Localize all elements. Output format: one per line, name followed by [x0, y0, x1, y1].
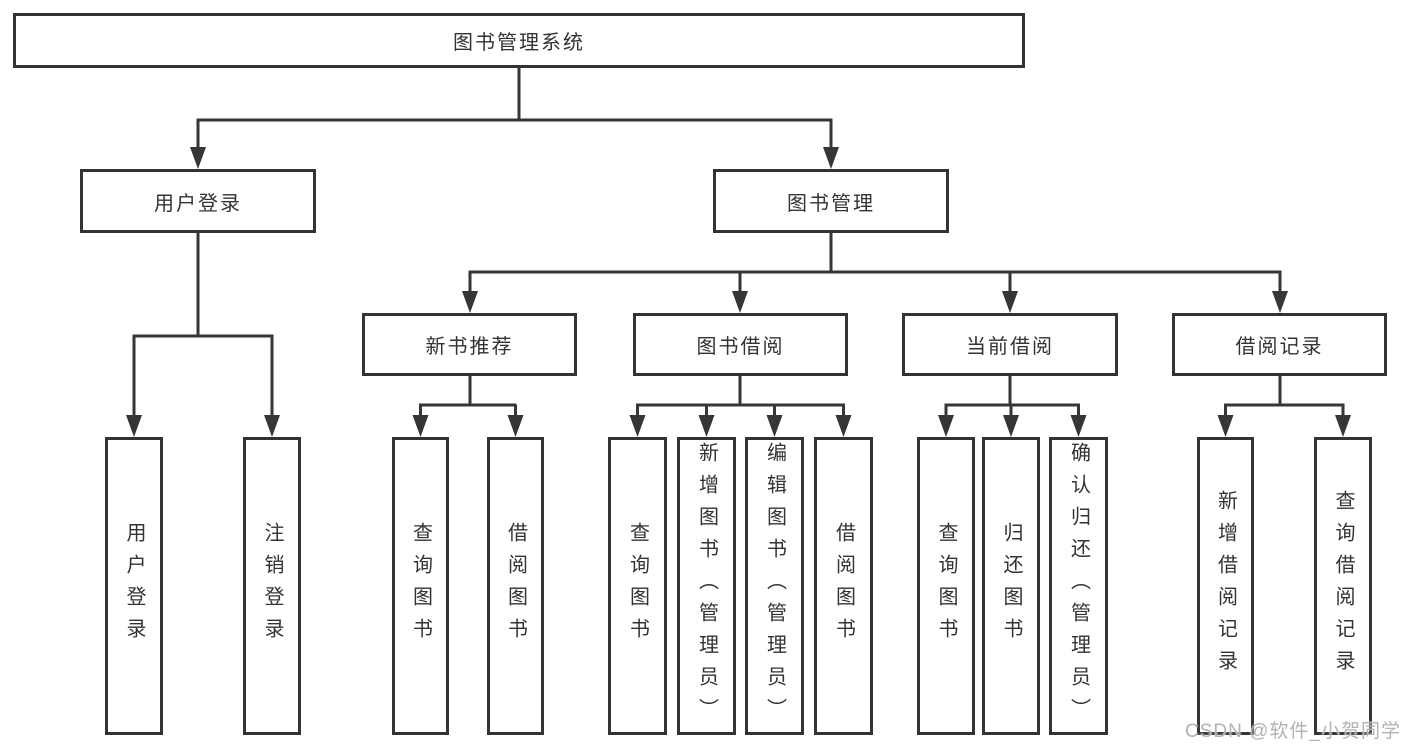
node-book-borrowing: 图书借阅 [633, 313, 848, 376]
node-label: 新书推荐 [425, 336, 514, 358]
node-label: 查询图书 [409, 522, 432, 650]
connector-book-borrowing-children [629, 376, 852, 437]
node-label: 新增图书（管理员） [695, 442, 718, 730]
node-label: 查询图书 [626, 522, 649, 650]
node-add-borrow-record: 新增借阅记录 [1197, 437, 1254, 735]
connector-root-to-level2 [190, 68, 839, 169]
node-book-management: 图书管理 [713, 169, 949, 233]
connector-current-borrowing-children [938, 376, 1087, 437]
node-user-login: 用户登录 [105, 437, 163, 735]
node-label: 确认归还（管理员） [1067, 442, 1090, 730]
node-borrow-books: 借阅图书 [814, 437, 873, 735]
node-query-borrow-record: 查询借阅记录 [1314, 437, 1372, 735]
node-query-books: 查询图书 [917, 437, 975, 735]
node-add-books-admin: 新增图书（管理员） [677, 437, 736, 735]
node-logout: 注销登录 [243, 437, 301, 735]
node-current-borrowing: 当前借阅 [902, 313, 1118, 376]
node-label: 借阅图书 [832, 522, 855, 650]
node-label: 图书借阅 [696, 336, 785, 358]
node-user-login-branch: 用户登录 [80, 169, 316, 233]
node-return-books: 归还图书 [982, 437, 1040, 735]
node-borrow-records: 借阅记录 [1172, 313, 1387, 376]
node-label: 归还图书 [1000, 522, 1022, 650]
csdn-watermark: CSDN @软件_小贺同学 [1185, 721, 1401, 742]
node-label: 用户登录 [123, 522, 145, 650]
node-label: 当前借阅 [966, 336, 1054, 358]
connector-book-management-children [462, 233, 1288, 313]
node-label: 用户登录 [154, 192, 242, 215]
node-query-books: 查询图书 [608, 437, 667, 735]
node-edit-books-admin: 编辑图书（管理员） [745, 437, 804, 735]
node-label: 图书管理系统 [453, 32, 585, 54]
connector-new-book-recommend-children [412, 376, 524, 437]
node-borrow-books: 借阅图书 [487, 437, 544, 735]
node-label: 注销登录 [261, 522, 283, 650]
node-label: 图书管理 [787, 192, 875, 215]
node-new-book-recommend: 新书推荐 [362, 313, 577, 376]
connector-user-login-children [126, 233, 280, 437]
node-query-books: 查询图书 [392, 437, 449, 735]
node-label: 查询图书 [935, 522, 957, 650]
node-label: 编辑图书（管理员） [763, 442, 786, 730]
node-label: 查询借阅记录 [1332, 490, 1354, 682]
node-library-management-system: 图书管理系统 [13, 13, 1025, 68]
node-confirm-return-admin: 确认归还（管理员） [1049, 437, 1108, 735]
node-label: 借阅图书 [504, 522, 527, 650]
connector-borrow-records-children [1217, 376, 1351, 437]
node-label: 新增借阅记录 [1214, 490, 1237, 682]
node-label: 借阅记录 [1235, 336, 1324, 358]
